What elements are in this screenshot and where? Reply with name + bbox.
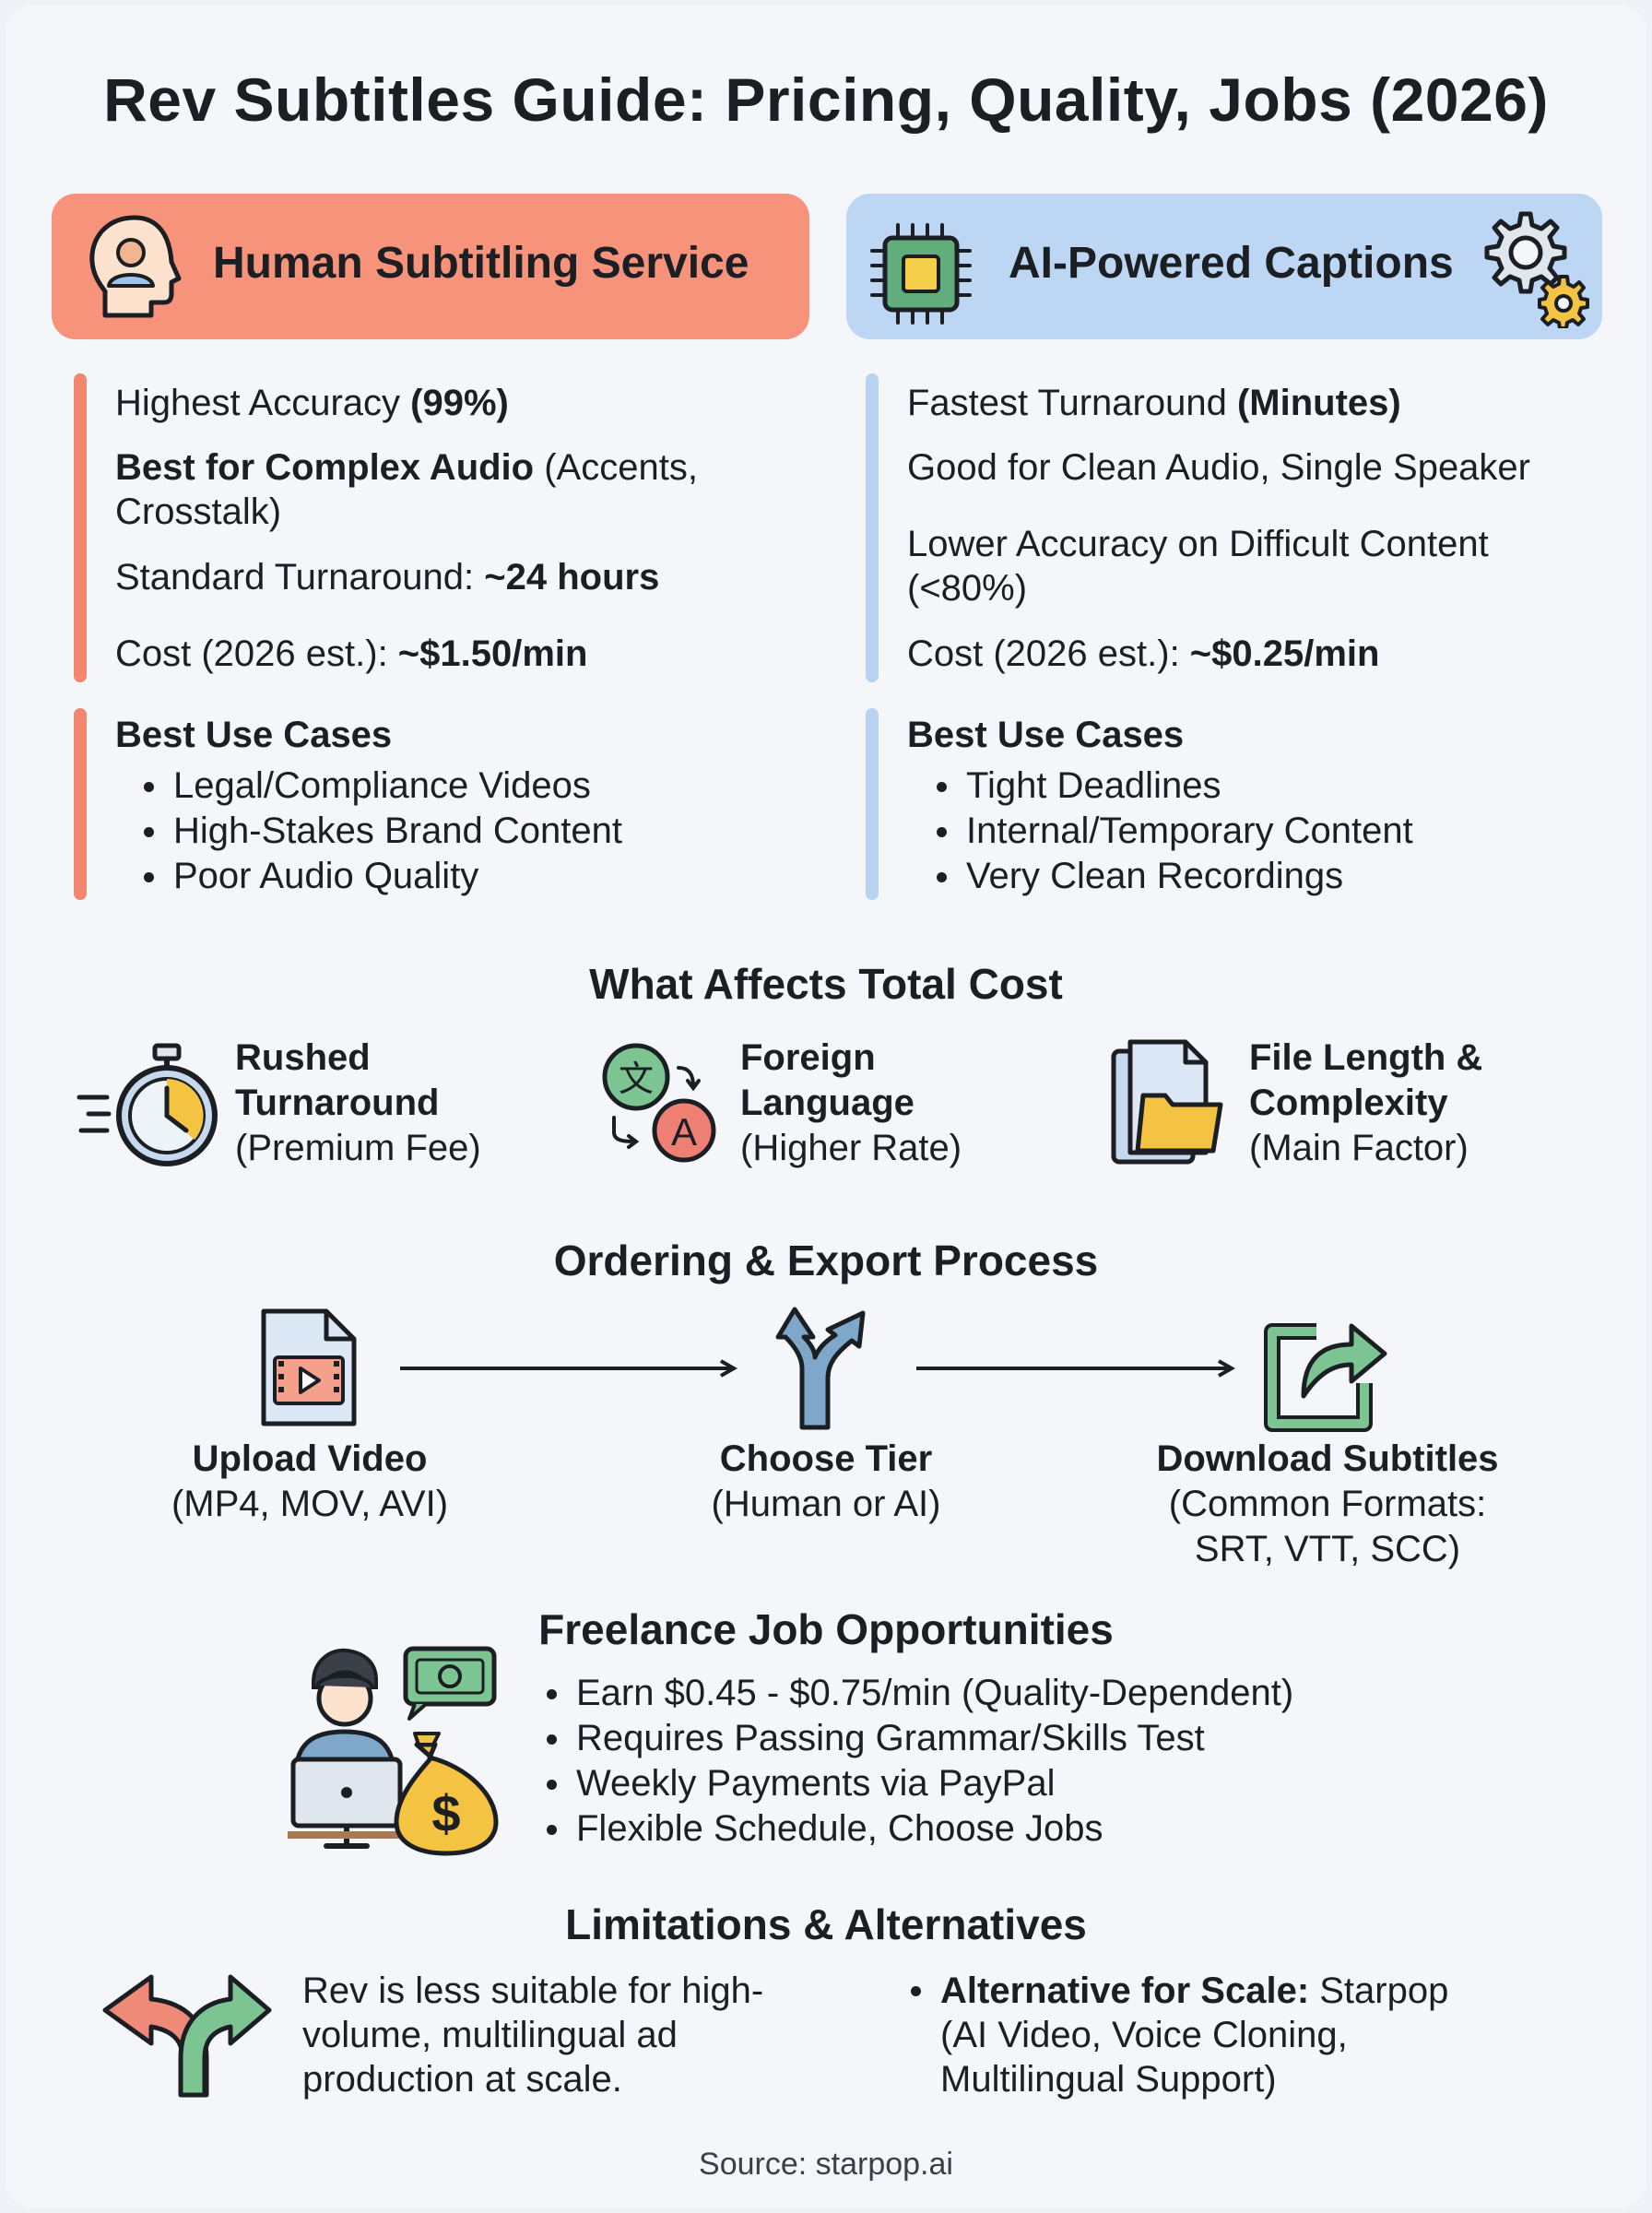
cost-factor-language-line2: Language	[740, 1083, 914, 1123]
human-usecases-list: Legal/Compliance Videos High-Stakes Bran…	[136, 763, 622, 899]
cost-factor-rushed-line2: Turnaround	[235, 1083, 440, 1123]
list-item: High-Stakes Brand Content	[136, 809, 622, 854]
svg-text:A: A	[671, 1110, 697, 1154]
ai-captions-header: AI-Powered Captions	[846, 194, 1602, 339]
ai-cost: Cost (2026 est.): ~$0.25/min	[907, 631, 1379, 677]
stopwatch-icon	[77, 1043, 218, 1166]
list-item: Internal/Temporary Content	[929, 809, 1413, 854]
fork-arrows-icon	[775, 1307, 866, 1430]
video-file-icon	[261, 1308, 357, 1426]
human-head-icon	[89, 215, 182, 318]
infographic-page	[6, 6, 1646, 2207]
ai-usecases-list: Tight Deadlines Internal/Temporary Conte…	[929, 763, 1413, 899]
list-item: Weekly Payments via PayPal	[539, 1761, 1293, 1806]
alternative-item: Alternative for Scale: Starpop	[903, 1968, 1448, 2014]
gears-icon	[1484, 211, 1589, 328]
human-service-header: Human Subtitling Service	[52, 194, 809, 339]
human-accuracy-value: (99%)	[410, 383, 509, 423]
ai-usecases-title: Best Use Cases	[907, 715, 1185, 755]
process-step-download-detail2: SRT, VTT, SCC)	[1194, 1529, 1461, 1569]
process-title: Ordering & Export Process	[553, 1237, 1099, 1284]
translate-icon: 文 A	[602, 1043, 716, 1163]
ai-usecases-bar	[866, 708, 879, 900]
human-complex-audio-line2: Crosstalk)	[115, 491, 282, 532]
ai-captions-heading: AI-Powered Captions	[1009, 239, 1454, 288]
human-accent-bar	[74, 373, 87, 682]
jobs-title: Freelance Job Opportunities	[538, 1605, 1114, 1653]
ai-turnaround-value: (Minutes)	[1236, 383, 1401, 423]
ai-cost-value: ~$0.25/min	[1189, 633, 1380, 674]
alternative-list: Alternative for Scale: Starpop	[903, 1968, 1448, 2014]
cost-factor-language-line1: Foreign	[740, 1037, 876, 1078]
process-step-upload-label: Upload Video	[192, 1438, 428, 1479]
human-service-heading: Human Subtitling Service	[213, 239, 749, 288]
process-step-download: Download Subtitles (Common Formats: SRT,…	[1088, 1437, 1567, 1572]
list-item: Very Clean Recordings	[929, 854, 1413, 899]
process-step-download-detail: (Common Formats:	[1168, 1484, 1487, 1524]
cost-factor-file-length-line1: File Length &	[1249, 1037, 1483, 1078]
jobs-list: Earn $0.45 - $0.75/min (Quality-Dependen…	[539, 1671, 1293, 1852]
cost-factor-rushed-line1: Rushed	[235, 1037, 371, 1078]
cost-factor-file-length: File Length & Complexity (Main Factor)	[1249, 1035, 1482, 1171]
source-credit: Source: starpop.ai	[699, 2147, 953, 2182]
human-turnaround-label: Standard Turnaround:	[115, 557, 485, 598]
list-item: Flexible Schedule, Choose Jobs	[539, 1806, 1293, 1852]
svg-text:文: 文	[619, 1059, 654, 1099]
cost-factor-file-length-line2: Complexity	[1249, 1083, 1448, 1123]
alternative-rest: Starpop	[1309, 1970, 1449, 2011]
human-complex-bold: Best for Complex Audio	[115, 447, 535, 488]
ai-turnaround-label: Fastest Turnaround	[907, 383, 1237, 423]
ai-cost-label: Cost (2026 est.):	[907, 633, 1190, 674]
limitations-line3: production at scale.	[302, 2059, 622, 2100]
cost-factor-rushed-note: (Premium Fee)	[235, 1128, 481, 1168]
limitations-line1: Rev is less suitable for high-	[302, 1970, 764, 2011]
split-arrows-icon	[102, 1974, 272, 2098]
alternative-bold: Alternative for Scale:	[940, 1970, 1310, 2011]
human-turnaround-value: ~24 hours	[484, 557, 660, 598]
ai-accuracy-line2: (<80%)	[907, 568, 1028, 609]
human-complex-audio: Best for Complex Audio (Accents,	[115, 444, 698, 491]
human-usecases-title: Best Use Cases	[115, 715, 393, 755]
process-arrow-1	[400, 1359, 738, 1378]
alternative-line3: Multilingual Support)	[940, 2059, 1277, 2100]
human-cost: Cost (2026 est.): ~$1.50/min	[115, 631, 587, 677]
chip-icon	[870, 223, 972, 325]
ai-accuracy-line1: Lower Accuracy on Difficult Content	[907, 524, 1489, 564]
cost-factor-file-length-note: (Main Factor)	[1249, 1128, 1469, 1168]
list-item: Poor Audio Quality	[136, 854, 622, 899]
process-step-choose-detail: (Human or AI)	[711, 1484, 941, 1524]
process-step-upload-detail: (MP4, MOV, AVI)	[171, 1484, 449, 1524]
limitations-title: Limitations & Alternatives	[565, 1900, 1087, 1948]
process-step-choose-label: Choose Tier	[719, 1438, 933, 1479]
ai-accent-bar	[866, 373, 879, 682]
ai-turnaround: Fastest Turnaround (Minutes)	[907, 380, 1401, 426]
human-accuracy: Highest Accuracy (99%)	[115, 380, 509, 426]
cost-factor-rushed: Rushed Turnaround (Premium Fee)	[235, 1035, 481, 1171]
svg-text:$: $	[431, 1784, 460, 1842]
ai-clean-audio: Good for Clean Audio, Single Speaker	[907, 447, 1530, 488]
human-accuracy-label: Highest Accuracy	[115, 383, 411, 423]
human-cost-label: Cost (2026 est.):	[115, 633, 398, 674]
list-item: Requires Passing Grammar/Skills Test	[539, 1716, 1293, 1761]
export-icon	[1264, 1323, 1387, 1432]
cost-factor-language: Foreign Language (Higher Rate)	[740, 1035, 962, 1171]
page-title: Rev Subtitles Guide: Pricing, Quality, J…	[103, 65, 1549, 134]
limitations-line2: volume, multilingual ad	[302, 2015, 678, 2055]
human-complex-rest: (Accents,	[534, 447, 698, 488]
human-turnaround: Standard Turnaround: ~24 hours	[115, 554, 659, 600]
list-item: Earn $0.45 - $0.75/min (Quality-Dependen…	[539, 1671, 1293, 1716]
human-usecases-bar	[74, 708, 87, 900]
process-step-choose: Choose Tier (Human or AI)	[627, 1437, 1025, 1527]
alternative-line2: (AI Video, Voice Cloning,	[940, 2015, 1348, 2055]
process-step-upload: Upload Video (MP4, MOV, AVI)	[111, 1437, 509, 1527]
list-item: Legal/Compliance Videos	[136, 763, 622, 809]
cost-factor-language-note: (Higher Rate)	[740, 1128, 962, 1168]
list-item: Tight Deadlines	[929, 763, 1413, 809]
process-arrow-2	[916, 1359, 1236, 1378]
files-icon	[1111, 1039, 1223, 1165]
process-step-download-label: Download Subtitles	[1156, 1438, 1499, 1479]
cost-factors-title: What Affects Total Cost	[589, 960, 1063, 1008]
human-cost-value: ~$1.50/min	[397, 633, 588, 674]
freelancer-icon: $	[288, 1646, 499, 1856]
